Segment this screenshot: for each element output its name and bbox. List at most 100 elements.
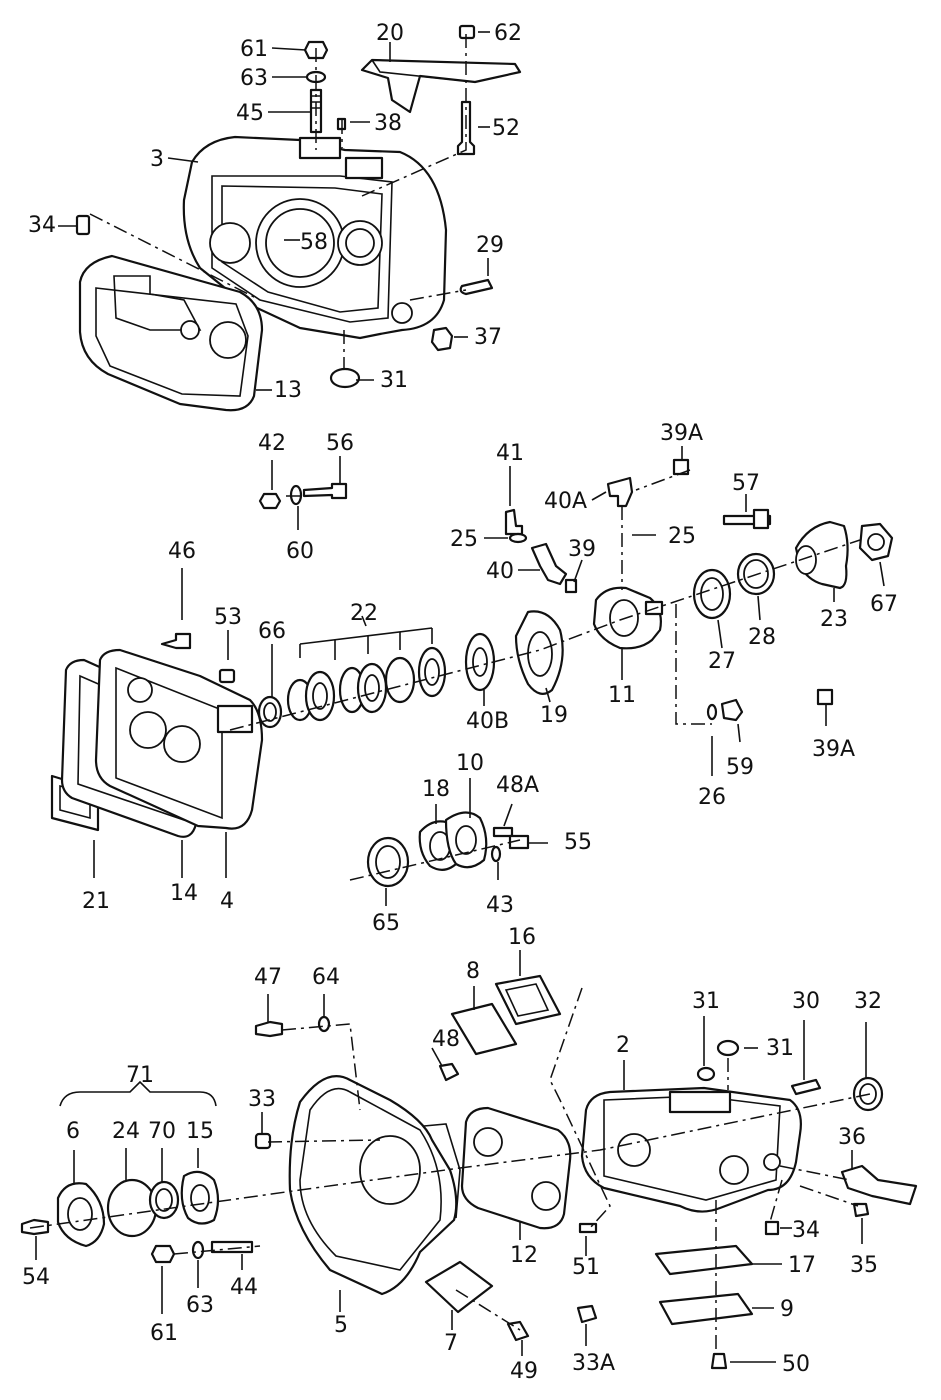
label-6: 6: [66, 1119, 80, 1144]
bolt-56: [302, 482, 348, 500]
label-18: 18: [422, 777, 450, 802]
washer-25-left: [508, 532, 528, 544]
plug-59: [720, 698, 744, 722]
label-5: 5: [334, 1313, 348, 1338]
label-13: 13: [274, 378, 302, 403]
plug-34-lower: [764, 1220, 780, 1236]
label-34-top: 34: [28, 213, 56, 238]
gear-40: [530, 542, 568, 586]
label-34-lower: 34: [792, 1218, 820, 1243]
label-15: 15: [186, 1119, 214, 1144]
label-71: 71: [126, 1063, 154, 1088]
label-29: 29: [476, 233, 504, 258]
label-16: 16: [508, 925, 536, 950]
label-46: 46: [168, 539, 196, 564]
switch-36: [840, 1164, 918, 1206]
label-45: 45: [236, 101, 264, 126]
label-44: 44: [230, 1275, 258, 1300]
gear-assembly-22: [286, 646, 447, 722]
label-56: 56: [326, 431, 354, 456]
label-50: 50: [782, 1352, 810, 1377]
label-10: 10: [456, 751, 484, 776]
label-11: 11: [608, 683, 636, 708]
plug-35: [852, 1202, 870, 1218]
label-61-lower: 61: [150, 1321, 178, 1346]
bolt-57: [722, 514, 772, 526]
label-24: 24: [112, 1119, 140, 1144]
leader-lines: [29, 34, 871, 1354]
gasket-12: [460, 1106, 572, 1230]
label-35: 35: [850, 1253, 878, 1278]
label-63-lower: 63: [186, 1293, 214, 1318]
plug-31-small: [696, 1066, 716, 1082]
label-31-top: 31: [380, 368, 408, 393]
label-53: 53: [214, 605, 242, 630]
plug-37: [430, 326, 454, 352]
sender-41: [504, 508, 524, 536]
label-43: 43: [486, 893, 514, 918]
label-49: 49: [510, 1359, 538, 1384]
nut-61-lower: [150, 1244, 176, 1264]
label-40A: 40A: [544, 489, 587, 514]
label-52: 52: [492, 116, 520, 141]
washer-60: [289, 484, 303, 506]
label-59: 59: [726, 755, 754, 780]
washer-64: [317, 1015, 331, 1033]
plug-34-top: [75, 214, 91, 236]
gasket-24: [106, 1178, 158, 1238]
label-8: 8: [466, 959, 480, 984]
label-39: 39: [568, 537, 596, 562]
label-60: 60: [286, 539, 314, 564]
label-4: 4: [220, 889, 234, 914]
label-63-top: 63: [240, 66, 268, 91]
label-61-top: 61: [240, 37, 268, 62]
bolt-48: [438, 1062, 460, 1082]
label-39A-lower: 39A: [812, 737, 855, 762]
bolt-51: [578, 1222, 598, 1234]
sleeve-33A: [576, 1304, 598, 1324]
label-58: 58: [300, 230, 328, 255]
middle-group: [50, 458, 894, 888]
plug-31-upper: [716, 1039, 740, 1057]
label-38: 38: [374, 111, 402, 136]
sleeve-39: [564, 578, 578, 594]
bracket-20: [360, 58, 522, 114]
label-25-left: 25: [450, 527, 478, 552]
bolt-50: [710, 1352, 728, 1370]
label-55: 55: [564, 830, 592, 855]
part-number-labels: 61 20 62 63 45 38 52 3 34 58 29 37 31 13…: [22, 21, 898, 1384]
label-70: 70: [148, 1119, 176, 1144]
label-66: 66: [258, 619, 286, 644]
label-36: 36: [838, 1125, 866, 1150]
label-22: 22: [350, 601, 378, 626]
label-9: 9: [780, 1297, 794, 1322]
label-32: 32: [854, 989, 882, 1014]
label-17: 17: [788, 1253, 816, 1278]
label-37: 37: [474, 325, 502, 350]
cover-7: [424, 1260, 494, 1314]
washer-43: [490, 845, 502, 863]
bolt-47: [254, 1020, 284, 1038]
label-48: 48: [432, 1027, 460, 1052]
label-40B: 40B: [466, 709, 509, 734]
label-14: 14: [170, 881, 198, 906]
nut-42: [258, 492, 282, 510]
label-28: 28: [748, 625, 776, 650]
label-23: 23: [820, 607, 848, 632]
label-42: 42: [258, 431, 286, 456]
plug-31-top: [329, 367, 361, 389]
label-64: 64: [312, 965, 340, 990]
top-group: [75, 24, 522, 412]
nut-62: [458, 24, 476, 40]
stud-44: [210, 1240, 254, 1254]
dowel-33: [254, 1132, 272, 1150]
label-33: 33: [248, 1087, 276, 1112]
label-31-side: 31: [766, 1036, 794, 1061]
label-26: 26: [698, 785, 726, 810]
label-20: 20: [376, 21, 404, 46]
label-21: 21: [82, 889, 110, 914]
bolt-48A: [492, 826, 514, 838]
label-33A: 33A: [572, 1351, 615, 1376]
speedo-40A: [606, 476, 634, 508]
